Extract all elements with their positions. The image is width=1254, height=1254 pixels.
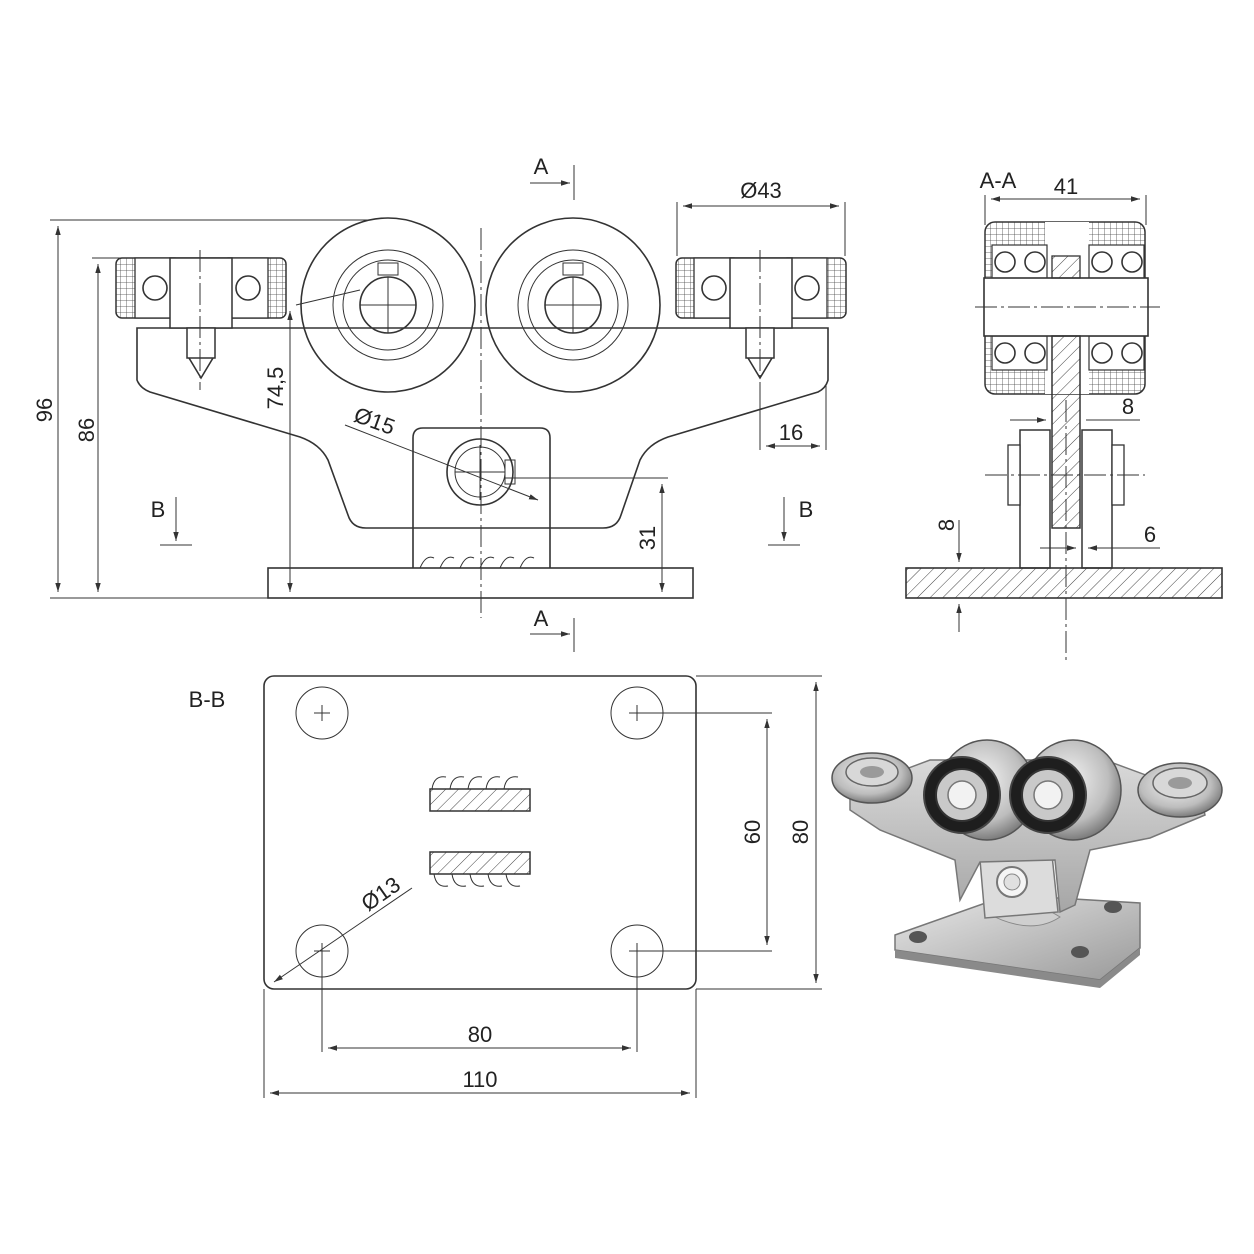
product-photo — [831, 739, 1223, 988]
main-wheel-left — [300, 217, 476, 393]
dim-pin-offset: 16 — [779, 420, 803, 445]
cut-label-b-left: B — [151, 497, 166, 522]
side-roller-right — [675, 257, 847, 380]
side-roller-left — [115, 257, 287, 380]
dim-plate-width: 110 — [462, 1067, 497, 1092]
dim-bracket-height: 31 — [635, 526, 660, 550]
main-wheel-right-hub — [517, 249, 629, 361]
dim-hole-spacing-horizontal: 80 — [468, 1022, 492, 1047]
rib-section-lower — [429, 851, 531, 875]
dim-overall-height: 96 — [32, 398, 57, 422]
dim-center-hole-diameter: Ø15 — [351, 402, 399, 440]
mount-hole-top-left — [295, 686, 349, 740]
section-a-a: A-A 41 8 — [905, 168, 1223, 660]
dim-hole-spacing-vertical: 60 — [740, 820, 765, 844]
base-plate-top — [263, 675, 697, 990]
rib-section-upper — [429, 788, 531, 812]
main-wheel-right — [485, 217, 661, 393]
dim-bracket-wall: 6 — [1144, 522, 1156, 547]
dim-side-wheel-diameter: Ø43 — [740, 178, 782, 203]
section-a-a-title: A-A — [980, 168, 1017, 193]
cut-label-a-top: A — [534, 154, 549, 179]
dim-plate-height: 80 — [788, 820, 813, 844]
section-base-plate — [905, 567, 1223, 599]
section-b-b: B-B 60 80 Ø13 80 110 — [189, 675, 822, 1098]
dim-body-height: 86 — [74, 418, 99, 442]
weld-marks-front — [419, 556, 535, 569]
main-wheel-left-hub — [332, 249, 444, 361]
carriage-body — [136, 327, 829, 529]
dim-plate-thickness: 8 — [934, 519, 959, 531]
dim-rib-thickness: 8 — [1122, 394, 1134, 419]
dim-axle-height: 74,5 — [263, 367, 288, 410]
cut-label-a-bottom: A — [534, 606, 549, 631]
cut-label-b-right: B — [799, 497, 814, 522]
front-view: 96 86 74,5 Ø43 Ø15 16 31 A A B — [32, 154, 847, 652]
center-hole-outer — [446, 438, 514, 506]
dim-section-width: 41 — [1054, 174, 1078, 199]
section-b-b-title: B-B — [189, 687, 226, 712]
